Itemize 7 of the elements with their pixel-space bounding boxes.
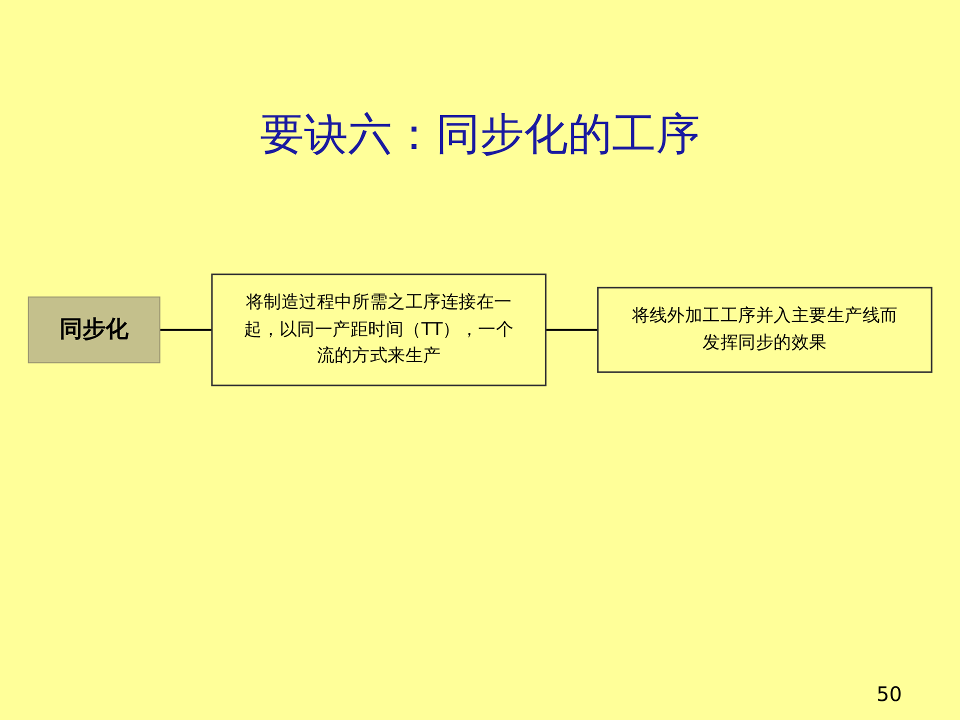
slide-title: 要诀六：同步化的工序 xyxy=(259,108,701,162)
node-box: 将线外加工工序并入主要生产线而发挥同步的效果 xyxy=(597,286,932,374)
connector xyxy=(546,328,598,332)
connector xyxy=(160,328,212,332)
page-number: 50 xyxy=(876,682,902,706)
node-box: 将制造过程中所需之工序连接在一起，以同一产距时间（TT），一个流的方式来生产 xyxy=(211,274,546,386)
node-box: 同步化 xyxy=(28,296,160,364)
